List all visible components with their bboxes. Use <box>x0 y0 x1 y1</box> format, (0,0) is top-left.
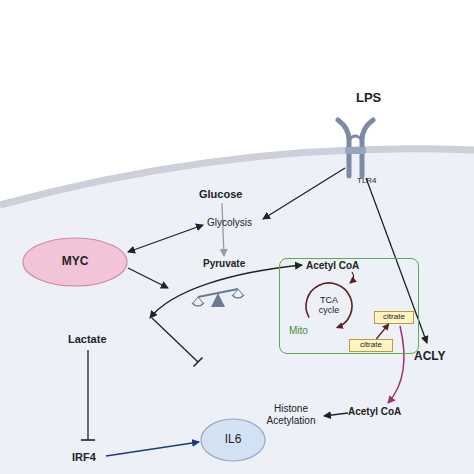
balance-pan <box>192 303 204 306</box>
node-label: Mito <box>289 325 308 336</box>
node-label: MYC <box>62 255 89 268</box>
ellipse-shape <box>23 238 127 286</box>
citrate-box: citrate <box>349 339 393 352</box>
cell-membrane <box>0 149 474 205</box>
inhibition-bar <box>194 358 203 367</box>
node-label: IL6 <box>225 433 242 446</box>
balance-string <box>198 297 203 303</box>
activation-arrow <box>263 168 345 219</box>
node-label: citrate <box>383 313 405 322</box>
receptor-bridge <box>349 136 362 140</box>
label-text: Pyruvate <box>203 258 245 270</box>
inhibition-line <box>87 350 88 440</box>
label-text: Acetyl CoA <box>348 406 401 418</box>
balance-pan <box>232 295 244 298</box>
activation-arrow <box>106 442 199 456</box>
mitochondrion-box: Acetyl CoA MitoTCA cycle citrate <box>279 258 419 354</box>
receptor-transmembrane <box>345 147 366 154</box>
node-label: citrate <box>360 341 382 350</box>
label-text: Lactate <box>68 333 107 346</box>
label-text: Glucose <box>199 188 242 201</box>
label-text: LPS <box>356 90 381 106</box>
activation-arrow <box>366 178 427 343</box>
cell-interior <box>0 149 474 474</box>
il6-ellipse: IL6 <box>200 418 266 462</box>
label-text: TLR4 <box>357 176 377 186</box>
activation-arrow <box>324 413 348 416</box>
label-text: IRF4 <box>72 451 96 464</box>
label-text: ACLY <box>414 349 446 363</box>
myc-ellipse: MYC <box>22 237 128 287</box>
label-text: Histone Acetylation <box>258 403 324 427</box>
inhibition-bar <box>81 439 95 441</box>
bidirectional-arrow <box>128 225 203 252</box>
citrate-export-arrow <box>376 324 388 339</box>
citrate-box: citrate <box>374 311 414 324</box>
ellipse-shape <box>201 419 265 461</box>
flux-arrow <box>222 203 224 256</box>
balance-fulcrum <box>211 293 225 307</box>
node-label: Acetyl CoA <box>306 260 359 271</box>
cycle-arc <box>306 283 352 328</box>
balance-string <box>193 297 198 303</box>
inhibition-line <box>152 318 198 362</box>
tca-cycle-circle: TCA cycle <box>301 278 357 334</box>
activation-arrow <box>128 268 168 288</box>
label-text: Glycolysis <box>207 217 252 229</box>
entry-arrow <box>350 272 354 283</box>
balance-string <box>233 289 238 295</box>
acly-conversion-arrow <box>388 326 404 403</box>
balance-string <box>238 289 243 295</box>
node-label: TCA cycle <box>311 296 347 316</box>
